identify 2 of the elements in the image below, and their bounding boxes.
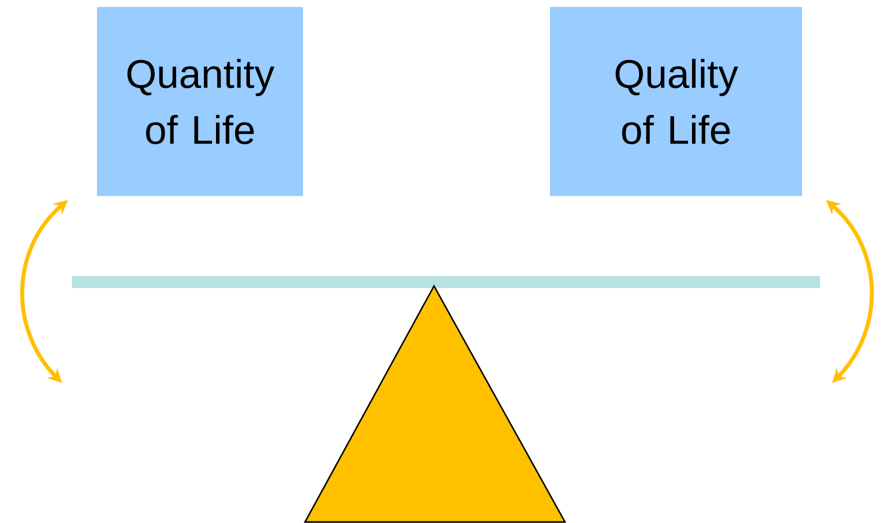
text-box: Quality of Life	[550, 7, 802, 196]
text-box: Quantity of Life	[97, 7, 303, 196]
